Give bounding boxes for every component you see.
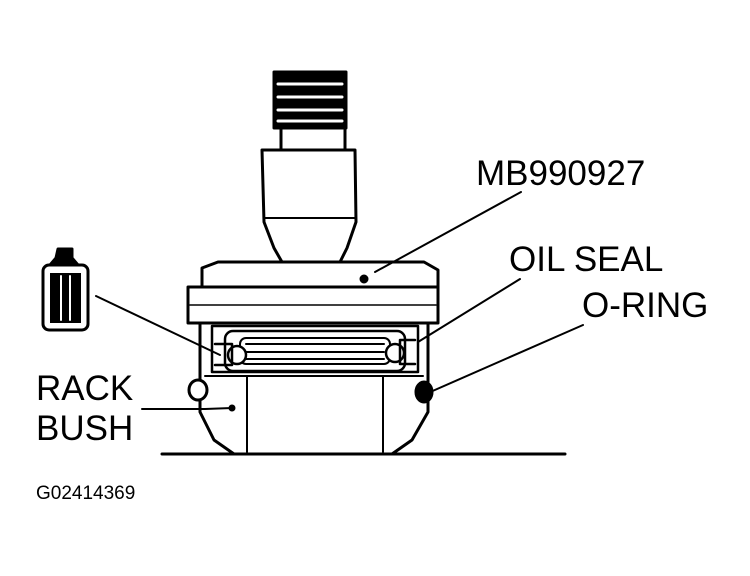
label-rack: RACK <box>36 369 134 408</box>
label-o-ring: O-RING <box>582 286 709 325</box>
label-oil-seal: OIL SEAL <box>509 240 664 279</box>
grease-can-icon <box>41 247 90 332</box>
leader-o-ring <box>427 324 584 394</box>
label-bush: BUSH <box>36 409 134 448</box>
leader-grease <box>95 295 221 356</box>
special-tool-mb990927 <box>186 70 440 325</box>
label-tool-number: MB990927 <box>476 154 646 193</box>
leader-lines <box>95 191 584 412</box>
leader-tool <box>374 191 522 273</box>
leader-oil-seal <box>417 278 521 343</box>
oil-seal <box>210 324 420 374</box>
leader-rack-bush <box>141 407 233 410</box>
figure-id: G02414369 <box>36 483 136 504</box>
